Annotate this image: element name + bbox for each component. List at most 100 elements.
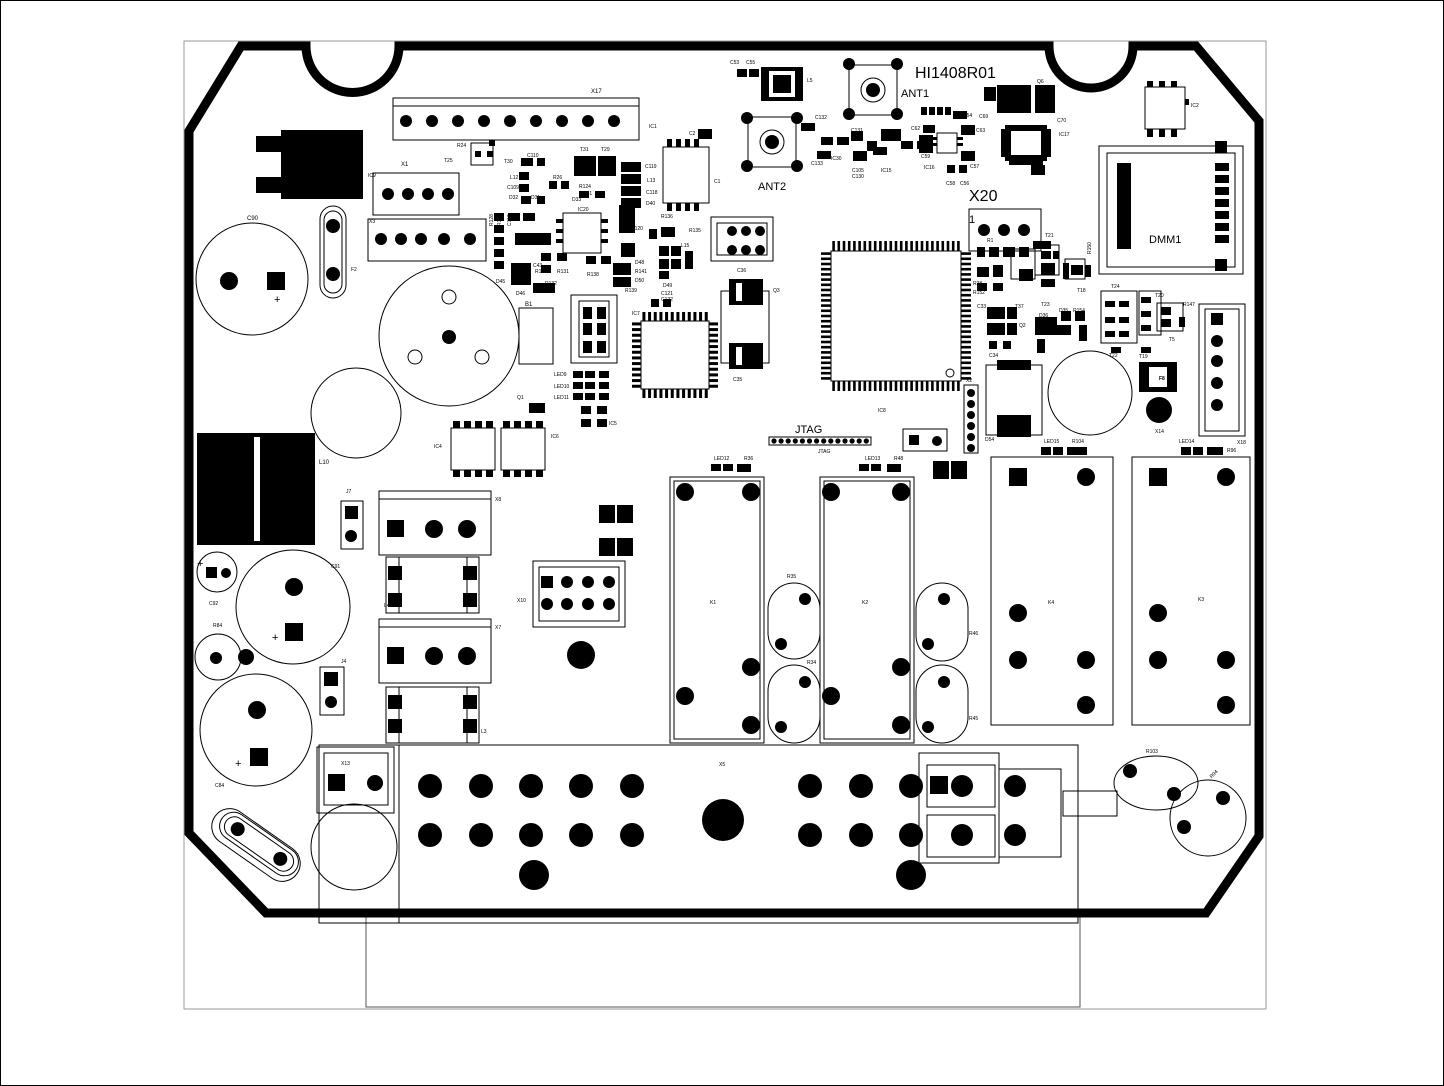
ic-pin: [931, 241, 934, 251]
q3-transistor: [720, 279, 770, 369]
label-ic16: IC16: [924, 165, 935, 171]
label-l4: L4: [384, 603, 390, 609]
label-t25: T25: [444, 158, 453, 164]
module-dmm1: [1098, 141, 1244, 275]
label-ic5: IC5: [609, 421, 617, 427]
ic16-chip: [931, 132, 963, 154]
varistor-r45: [915, 664, 969, 744]
ic-pin: [884, 241, 887, 251]
ic-pin: [961, 267, 971, 271]
label-k1: K1: [710, 600, 716, 606]
label-t37: T37: [1015, 304, 1024, 310]
label-r138: R138: [587, 272, 599, 278]
ic-pin: [709, 333, 718, 337]
label-led12: LED12: [714, 456, 730, 462]
label-j7: J7: [346, 489, 352, 495]
ic-pin: [961, 361, 971, 365]
label-d45: D45: [496, 279, 505, 285]
fuse-f1-outer: [211, 808, 301, 882]
regulator-component: [256, 130, 363, 199]
label-r38: R38: [973, 281, 982, 287]
label-x20-pin: 1: [969, 214, 975, 226]
label-c132: C132: [815, 115, 827, 121]
ic-pin: [709, 345, 718, 349]
label-x18: X18: [1237, 440, 1246, 446]
ic-pin: [821, 299, 831, 302]
enclosure-flange: [365, 916, 1081, 1008]
label-c120: C120: [631, 226, 643, 232]
label-c121: C121: [661, 291, 673, 297]
ic-pin: [905, 241, 908, 251]
buzzer-b1: [378, 265, 554, 407]
relay-k1: [669, 476, 765, 744]
label-l15: L15: [681, 243, 690, 249]
connector-x8: [378, 490, 492, 614]
ic-pin: [821, 252, 831, 255]
ic-pin: [879, 241, 882, 251]
ic-pin: [961, 299, 971, 302]
label-c122: C122: [661, 297, 673, 303]
led12-r36: [711, 464, 751, 472]
label-c119: C119: [645, 164, 657, 170]
label-x14: X14: [1155, 429, 1164, 435]
relay-k2: [819, 476, 915, 744]
ic-pin: [632, 356, 641, 360]
ic-pin: [653, 312, 657, 321]
ic-pin: [704, 389, 708, 398]
ic-pin: [951, 381, 955, 391]
label-d32: D32: [509, 195, 518, 201]
label-x1: X1: [401, 162, 409, 168]
label-c36: C36: [737, 268, 746, 274]
label-jtag-small: JTAG: [818, 449, 831, 455]
ic-pin: [832, 381, 835, 391]
ic-pin: [687, 312, 691, 321]
ic4-chip: [450, 421, 496, 477]
smd-cluster-right: [977, 241, 1185, 353]
ic-pin: [632, 339, 641, 343]
ic-pin: [693, 312, 697, 321]
jtag-pin: [856, 438, 862, 444]
label-t18: T18: [1077, 288, 1086, 294]
ic-pin: [837, 241, 841, 251]
ic-pin: [873, 241, 877, 251]
ic-pin: [961, 314, 971, 318]
label-c131: C131: [851, 128, 863, 134]
connector-x13: [310, 746, 398, 891]
jtag-pin: [792, 438, 798, 444]
ic-pin: [632, 328, 641, 332]
label-r84: R84: [213, 623, 222, 629]
label-c53: C53: [730, 60, 739, 66]
ic-pin: [821, 377, 831, 380]
ic-pin: [704, 312, 708, 321]
ic-pin: [858, 241, 861, 251]
ic-pin: [632, 333, 641, 337]
ic-pin: [873, 381, 877, 391]
led15-r104: [1041, 447, 1087, 455]
ic-pin: [961, 283, 971, 287]
ic-pin: [709, 362, 718, 366]
ic-pin: [868, 381, 872, 391]
label-k3: K3: [1198, 597, 1204, 603]
ic5-and-relay-driver: [570, 294, 618, 364]
battery-holder: [1047, 350, 1133, 436]
fuse-f2: [319, 205, 347, 299]
jtag-pin: [806, 438, 813, 444]
label-r134: R134: [535, 269, 547, 275]
ic-pin: [863, 381, 867, 391]
jumper-j4: [319, 666, 345, 716]
ic-pin: [632, 373, 641, 377]
ic-pin: [899, 381, 903, 391]
ic-pin: [687, 389, 691, 398]
ic-pin: [910, 381, 913, 391]
label-r46: R46: [969, 631, 978, 637]
ic-pin: [957, 381, 960, 391]
label-t29: T29: [601, 147, 610, 153]
ic-pin: [709, 339, 718, 343]
ic-pin: [894, 241, 898, 251]
ic-pin: [821, 371, 831, 375]
header-jtag: [768, 436, 872, 446]
ic-pin: [941, 381, 945, 391]
label-x13: X13: [341, 761, 350, 767]
label-c118: C118: [646, 190, 658, 196]
jtag-pin: [814, 438, 820, 444]
